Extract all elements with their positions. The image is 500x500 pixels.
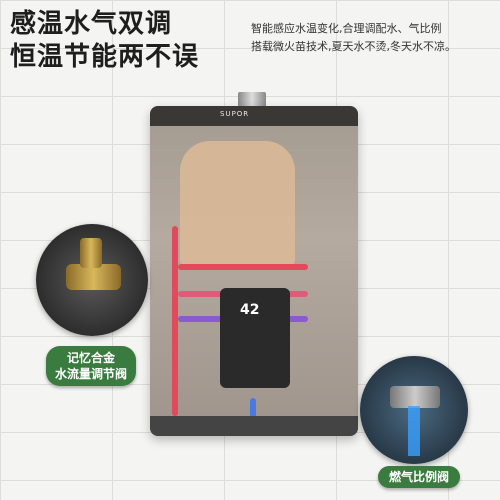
red-hot-pipe — [178, 264, 308, 270]
water-valve-callout — [36, 224, 148, 336]
heater-top-bar: SUPOR — [150, 106, 358, 126]
water-heater: SUPOR 42 — [150, 106, 358, 436]
headline-line-1: 感温水气双调 — [10, 9, 173, 39]
description-line-1: 智能感应水温变化,合理调配水、气比例 — [251, 22, 442, 35]
brass-valve-stem-icon — [80, 238, 102, 268]
heater-brand: SUPOR — [220, 110, 250, 118]
blue-flow-icon — [408, 406, 420, 456]
gas-valve-label: 燃气比例阀 — [378, 466, 460, 488]
headline: 感温水气双调 恒温节能两不误 — [10, 8, 199, 74]
gas-valve-callout — [360, 356, 468, 464]
description-line-2: 搭载微火苗技术,夏天水不烫,冬天水不凉。 — [251, 40, 456, 53]
exhaust-chimney — [238, 92, 266, 110]
red-riser-pipe — [172, 226, 178, 416]
headline-line-2: 恒温节能两不误 — [10, 42, 200, 72]
heat-exchanger — [180, 141, 295, 266]
gas-valve-icon — [390, 386, 440, 408]
control-display-panel: 42 — [220, 288, 290, 388]
feature-description: 智能感应水温变化,合理调配水、气比例 搭载微火苗技术,夏天水不烫,冬天水不凉。 — [251, 20, 496, 56]
brass-valve-icon — [66, 264, 121, 290]
temperature-display: 42 — [240, 302, 260, 318]
water-valve-label-line-2: 水流量调节阀 — [54, 367, 127, 381]
heater-bottom — [150, 416, 358, 436]
water-valve-label-line-1: 记忆合金 — [66, 351, 115, 365]
water-valve-label: 记忆合金 水流量调节阀 — [46, 346, 136, 386]
